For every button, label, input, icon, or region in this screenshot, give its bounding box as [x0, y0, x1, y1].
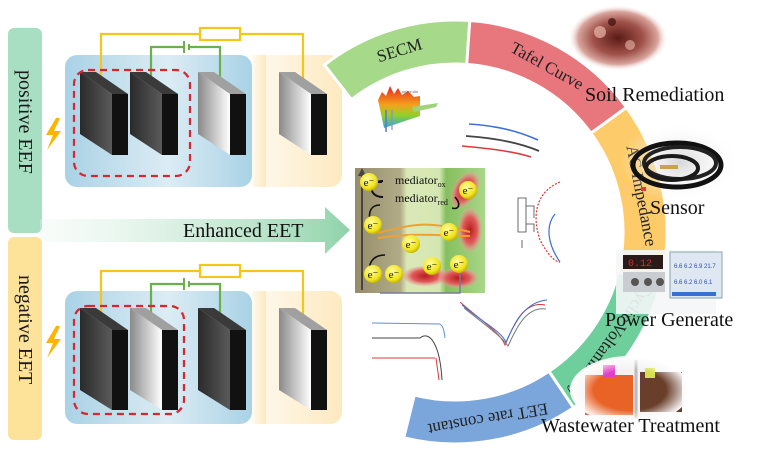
power-generate-photo: 0.12 6.6 6.2 6.9 21.7 6.6 6.2 6.0 6.1	[616, 250, 723, 314]
negative-eet-label: negative EET	[14, 275, 36, 385]
anode-group-highlight	[72, 304, 186, 416]
enhanced-eet-arrow	[40, 207, 350, 254]
bacterial-cell	[458, 208, 482, 252]
negative-eet-panel	[8, 237, 342, 440]
app-label-soil-remediation: Soil Remediation	[585, 84, 725, 106]
svg-text:mediatorox: mediatorox	[395, 173, 446, 189]
resistor-icon	[198, 26, 242, 42]
electron-icon: e⁻	[364, 216, 382, 234]
electrode-dark-1	[80, 72, 128, 155]
positive-eef-panel	[8, 26, 342, 233]
bacterial-cell	[438, 268, 478, 288]
electron-icon: e⁻	[364, 265, 382, 283]
svg-text:mediatorred: mediatorred	[395, 191, 448, 207]
wastewater-treatment-photo	[570, 356, 690, 424]
electron-icon: e⁻	[459, 181, 477, 199]
electron-icon: e⁻	[450, 255, 468, 273]
svg-text:e⁻: e⁻	[454, 259, 465, 271]
electron-icon: e⁻	[440, 223, 458, 241]
eet-rate-plot	[371, 322, 446, 381]
mediator-ox-subscript: ox	[438, 180, 446, 189]
secm-annotation: active site	[402, 89, 418, 94]
app-label-sensor: Sensor	[650, 197, 705, 219]
enhanced-eet-label: Enhanced EET	[183, 220, 304, 242]
svg-text:e⁻: e⁻	[368, 269, 379, 281]
svg-text:6.6 6.2 6.9 21.7: 6.6 6.2 6.9 21.7	[674, 264, 716, 270]
electron-icon: e⁻	[402, 235, 420, 253]
biofilm-mechanism-figure: e⁻e⁻e⁻e⁻e⁻e⁻e⁻e⁻e⁻ mediatorox mediatorre…	[355, 168, 485, 294]
sensor-photo	[620, 122, 740, 202]
negative-label-bar	[8, 237, 42, 440]
svg-text:e⁻: e⁻	[427, 261, 438, 273]
electron-icon: e⁻	[385, 265, 403, 283]
electron-icon: e⁻	[423, 257, 441, 275]
electrode-dark-2	[130, 72, 178, 155]
app-label-wastewater-treatment: Wastewater Treatment	[541, 415, 720, 437]
lightning-bolt-icon	[46, 326, 61, 358]
anode-group-highlight	[72, 68, 192, 178]
electrode-dark-1	[80, 308, 128, 410]
cv-plot	[459, 299, 548, 347]
soil-remediation-photo	[568, 5, 668, 71]
resistor-icon	[198, 263, 242, 279]
svg-text:e⁻: e⁻	[364, 177, 375, 189]
ring-segment-eet-rate-constant	[401, 369, 576, 446]
svg-text:e⁻: e⁻	[368, 220, 379, 232]
svg-text:e⁻: e⁻	[444, 227, 455, 239]
mediator-red-subscript: red	[438, 198, 448, 207]
electrode-light-2	[279, 308, 327, 410]
external-resistor-wire	[99, 32, 305, 82]
positive-label-bar	[8, 28, 42, 233]
lightning-bolt-icon	[46, 118, 61, 150]
electrode-dark-2	[198, 308, 246, 410]
svg-text:e⁻: e⁻	[463, 185, 474, 197]
electrode-light-1	[198, 72, 246, 155]
tafel-plot	[461, 123, 540, 158]
electrode-light-1	[130, 308, 178, 410]
svg-text:e⁻: e⁻	[406, 239, 417, 251]
positive-eef-label: positive EEF	[14, 70, 36, 174]
secm-3d-map: active site	[378, 86, 438, 132]
svg-text:0.12: 0.12	[628, 259, 652, 270]
app-label-power-generate: Power Generate	[605, 309, 734, 331]
mediator-ox-label: mediator	[395, 173, 438, 187]
svg-text:e⁻: e⁻	[389, 269, 400, 281]
mediator-red-label: mediator	[395, 191, 438, 205]
electrode-light-2	[279, 72, 327, 155]
svg-text:6.6 6.2 6.0 6.1: 6.6 6.2 6.0 6.1	[674, 280, 713, 286]
electron-icon: e⁻	[360, 173, 378, 191]
impedance-plot	[517, 181, 561, 263]
